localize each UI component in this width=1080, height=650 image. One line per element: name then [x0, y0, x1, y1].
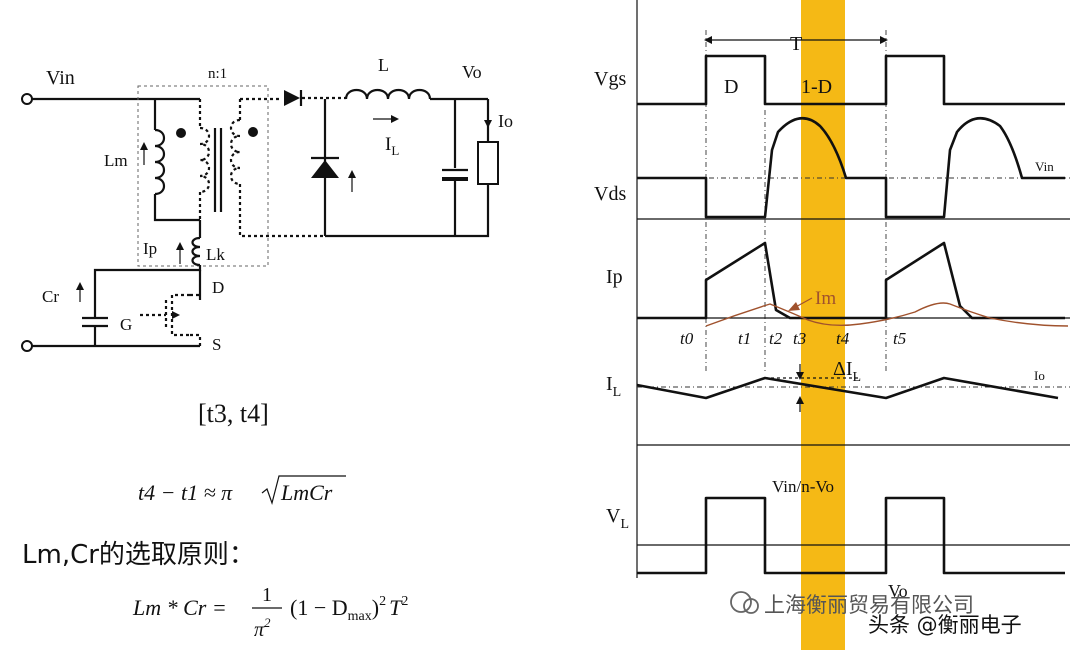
vin-terminal	[21, 93, 33, 105]
drain-label: D	[212, 278, 224, 297]
lk-inductor	[191, 236, 201, 267]
interval-label: [t3, t4]	[198, 399, 269, 428]
il-channel-label: IL	[606, 373, 621, 400]
svg-text:t4 − t1 ≈ π: t4 − t1 ≈ π	[138, 480, 233, 505]
secondary-dot	[248, 127, 258, 137]
output-diode	[284, 90, 300, 106]
period-label: T	[790, 33, 802, 55]
vl-channel-label: VL	[606, 505, 629, 532]
vin-level-label: Vin	[1035, 159, 1054, 174]
drain-node-wire	[93, 265, 202, 318]
primary-winding	[199, 126, 211, 194]
output-cap-bottom	[442, 177, 468, 181]
output-inductor-label: L	[378, 55, 389, 75]
il-label: IL	[385, 134, 399, 158]
delta-il-label: ΔIL	[833, 358, 861, 385]
lk-label: Lk	[206, 245, 225, 264]
svg-text:Lm * Cr =: Lm * Cr =	[132, 595, 227, 620]
gate-label: G	[120, 315, 132, 334]
ip-channel-label: Ip	[606, 266, 623, 288]
turns-ratio-label: n:1	[208, 66, 227, 82]
load-resistor	[477, 141, 499, 185]
il-waveform	[636, 376, 1059, 400]
one-minus-d-label: 1-D	[801, 76, 832, 98]
watermark: 上海衡丽贸易有限公司 头条 @衡丽电子	[730, 591, 1022, 637]
duty-label: D	[724, 76, 738, 98]
t4-label: t4	[836, 329, 850, 348]
t0-label: t0	[680, 329, 694, 348]
im-label: Im	[815, 288, 836, 309]
transformer-box	[137, 85, 269, 267]
svg-text:1: 1	[262, 584, 272, 606]
cr-label: Cr	[42, 287, 59, 306]
vds-waveform	[637, 117, 1065, 219]
t2-label: t2	[769, 329, 783, 348]
watermark-company: 上海衡丽贸易有限公司	[764, 593, 974, 617]
svg-text:(1 − Dmax)2T2: (1 − Dmax)2T2	[290, 594, 408, 624]
sqrt-sign	[261, 475, 346, 506]
t3-label: t3	[793, 329, 806, 348]
ip-label: Ip	[143, 239, 157, 258]
t5-label: t5	[893, 329, 906, 348]
secondary-winding	[229, 118, 241, 186]
im-waveform	[705, 302, 1069, 327]
lm-label: Lm	[104, 151, 128, 170]
io-label: Io	[498, 111, 513, 131]
vl-waveform	[637, 496, 1065, 575]
svg-text:π2: π2	[254, 615, 271, 641]
timing-diagram: T Vgs D 1-D Vds Vin Ip Im t0 t1 t2 t3 t4…	[594, 0, 1070, 601]
t1-label: t1	[738, 329, 751, 348]
svg-text:LmCr: LmCr	[280, 480, 333, 505]
watermark-source: 头条 @衡丽电子	[868, 613, 1022, 637]
output-inductor	[344, 88, 432, 100]
selection-principle: Lm,Cr的选取原则：	[22, 540, 255, 570]
ground-terminal	[21, 340, 33, 352]
ip-waveform	[637, 241, 1065, 320]
wechat-icon	[730, 591, 752, 613]
vo-cut-label: Vo	[888, 581, 908, 601]
vin-label: Vin	[46, 67, 75, 89]
vo-label: Vo	[462, 62, 482, 82]
freewheel-diode	[311, 160, 339, 178]
primary-dot	[176, 128, 186, 138]
vgs-waveform	[637, 54, 1065, 106]
vl-level-label: Vin/n-Vo	[772, 477, 834, 496]
flyback-circuit: Vin n:1 Lm Lk Ip	[21, 55, 513, 354]
source-label: S	[212, 335, 221, 354]
formula-t4-t1: t4 − t1 ≈ π LmCr	[138, 475, 346, 506]
lm-inductor	[154, 128, 166, 196]
lm-bottom-wire	[153, 194, 200, 222]
vds-label: Vds	[594, 183, 626, 205]
io-level-label: Io	[1034, 368, 1045, 383]
vgs-label: Vgs	[594, 68, 626, 90]
